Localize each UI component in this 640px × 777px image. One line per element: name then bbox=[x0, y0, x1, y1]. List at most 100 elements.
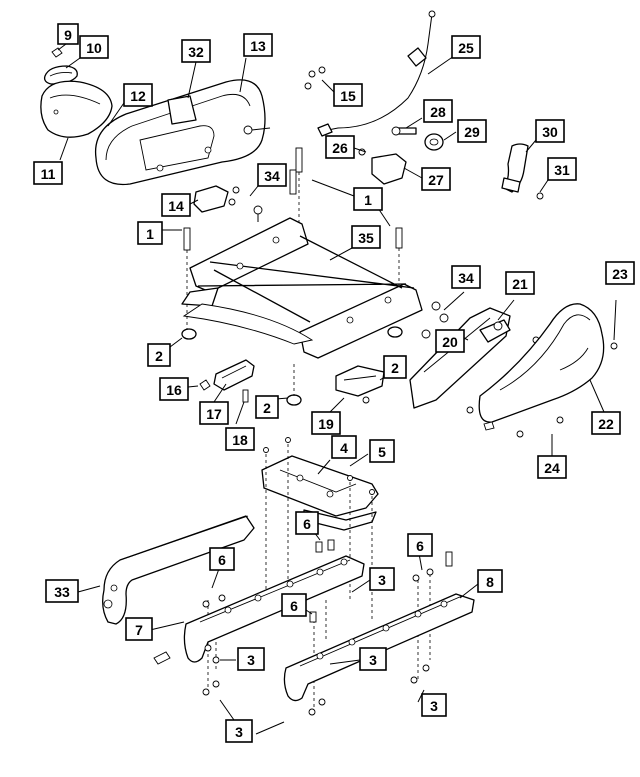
part-32-pad bbox=[167, 95, 197, 125]
callout-number: 23 bbox=[612, 266, 628, 282]
callout-number: 15 bbox=[340, 88, 356, 104]
callout-1: 1 bbox=[353, 187, 383, 211]
part-28-bolt bbox=[391, 126, 417, 136]
callout-number: 18 bbox=[232, 432, 248, 448]
callout-12: 12 bbox=[123, 83, 153, 107]
callout-box bbox=[369, 567, 395, 591]
callout-32: 32 bbox=[181, 39, 211, 63]
callout-box bbox=[237, 647, 265, 671]
callout-number: 22 bbox=[598, 416, 614, 432]
callout-box bbox=[181, 39, 211, 63]
callout-box bbox=[255, 395, 279, 419]
callout-box bbox=[423, 99, 453, 123]
callout-number: 1 bbox=[146, 226, 154, 242]
callout-3: 3 bbox=[421, 693, 447, 717]
callout-number: 17 bbox=[206, 406, 222, 422]
callout-number: 6 bbox=[303, 516, 311, 532]
callout-3: 3 bbox=[225, 719, 253, 743]
callout-number: 3 bbox=[247, 652, 255, 668]
callout-number: 29 bbox=[464, 124, 480, 140]
callout-17: 17 bbox=[199, 401, 229, 425]
callout-4: 4 bbox=[331, 435, 357, 459]
callout-number: 21 bbox=[512, 276, 528, 292]
callout-box bbox=[477, 569, 503, 593]
callout-box bbox=[161, 193, 191, 217]
callout-13: 13 bbox=[243, 33, 273, 57]
callout-box bbox=[383, 355, 407, 379]
part-20-21-mechanism bbox=[409, 301, 540, 409]
callout-number: 8 bbox=[486, 574, 494, 590]
callout-box bbox=[451, 265, 481, 289]
callout-box bbox=[537, 455, 567, 479]
part-35-seat-frame bbox=[181, 217, 423, 359]
callout-box bbox=[57, 23, 79, 45]
part-11-cover bbox=[40, 80, 113, 138]
callout-number: 3 bbox=[378, 572, 386, 588]
callout-box bbox=[257, 163, 287, 187]
callout-number: 24 bbox=[544, 460, 560, 476]
callout-box bbox=[547, 157, 577, 181]
callout-box bbox=[137, 221, 163, 245]
callout-16: 16 bbox=[159, 377, 189, 401]
callout-3: 3 bbox=[369, 567, 395, 591]
callout-box bbox=[311, 411, 341, 435]
callout-box bbox=[123, 83, 153, 107]
callout-box bbox=[369, 439, 395, 463]
callout-15: 15 bbox=[333, 83, 363, 107]
part-29-bushing bbox=[424, 133, 444, 151]
callout-number: 2 bbox=[263, 400, 271, 416]
callout-box bbox=[79, 35, 109, 59]
callout-number: 5 bbox=[378, 444, 386, 460]
callout-number: 13 bbox=[250, 38, 266, 54]
callout-35: 35 bbox=[351, 225, 381, 249]
part-30-handle bbox=[501, 143, 529, 193]
part-4-5-lower-bracket bbox=[261, 437, 379, 531]
callout-box bbox=[225, 719, 253, 743]
part-17-switch-module bbox=[213, 359, 255, 391]
callout-1: 1 bbox=[137, 221, 163, 245]
callout-number: 1 bbox=[364, 192, 372, 208]
callout-6: 6 bbox=[295, 511, 319, 535]
callout-box bbox=[125, 617, 153, 641]
callout-number: 12 bbox=[130, 88, 146, 104]
callout-box bbox=[45, 579, 79, 603]
callout-7: 7 bbox=[125, 617, 153, 641]
part-14-switch bbox=[193, 185, 240, 213]
part-27-bracket bbox=[358, 148, 407, 185]
callout-20: 20 bbox=[435, 329, 465, 353]
callout-box bbox=[605, 261, 635, 285]
callout-number: 4 bbox=[340, 440, 348, 456]
callout-box bbox=[333, 83, 363, 107]
callout-8: 8 bbox=[477, 569, 503, 593]
callout-number: 28 bbox=[430, 104, 446, 120]
callout-number: 10 bbox=[86, 40, 102, 56]
callout-number: 2 bbox=[155, 348, 163, 364]
callout-number: 34 bbox=[264, 168, 280, 184]
callout-25: 25 bbox=[451, 35, 481, 59]
part-22-outer-shield bbox=[466, 303, 618, 438]
callout-box bbox=[359, 647, 387, 671]
callout-number: 6 bbox=[218, 552, 226, 568]
callout-box bbox=[331, 435, 357, 459]
callout-number: 25 bbox=[458, 40, 474, 56]
callout-21: 21 bbox=[505, 271, 535, 295]
part-15-screws bbox=[304, 66, 326, 90]
callout-number: 14 bbox=[168, 198, 184, 214]
callout-box bbox=[591, 411, 621, 435]
callout-3: 3 bbox=[359, 647, 387, 671]
callout-box bbox=[457, 119, 487, 143]
part-13-side-shield bbox=[94, 79, 271, 186]
callout-number: 6 bbox=[416, 538, 424, 554]
callout-number: 3 bbox=[235, 724, 243, 740]
callout-number: 6 bbox=[290, 598, 298, 614]
callout-number: 9 bbox=[64, 27, 72, 43]
callout-number: 35 bbox=[358, 230, 374, 246]
callout-number: 34 bbox=[458, 270, 474, 286]
callout-number: 3 bbox=[369, 652, 377, 668]
callout-box bbox=[535, 119, 565, 143]
callout-11: 11 bbox=[33, 161, 63, 185]
callout-number: 31 bbox=[554, 162, 570, 178]
part-9-screw bbox=[51, 43, 67, 58]
